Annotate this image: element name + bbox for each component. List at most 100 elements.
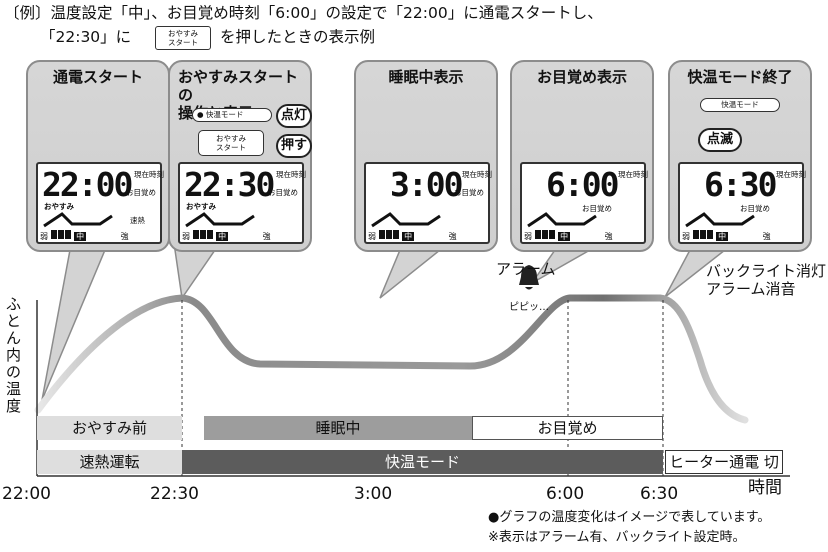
level-indicator: 弱 中 強 — [368, 230, 457, 243]
level-strong: 強 — [762, 232, 771, 241]
tick-0630: 6:30 — [640, 484, 679, 504]
lcd-display: 6:30 現在時刻 お目覚め 弱 中 強 — [678, 162, 806, 244]
lcd-label-oyasumi: おやすみ — [44, 202, 74, 211]
tento-label: 点灯 — [276, 104, 312, 128]
header-line-2a: 「22:30」に — [40, 28, 132, 46]
level-strong: 強 — [120, 232, 129, 241]
level-strong: 強 — [262, 232, 271, 241]
note-2: ※表示はアラーム有、バックライト設定時。 — [488, 530, 746, 545]
mini-graph-icon — [43, 212, 113, 228]
level-indicator: 弱 中 強 — [40, 230, 129, 243]
lcd-label-genzai: 現在時刻 — [134, 170, 164, 179]
band-heater-off: ヒーター通電 切 — [665, 450, 783, 474]
level-weak: 弱 — [368, 232, 376, 241]
button-bottom-label: スタート — [168, 38, 198, 47]
level-mid: 中 — [74, 232, 87, 241]
y-axis-label: ふとん内の温度 — [6, 295, 22, 415]
band-before-sleep: おやすみ前 — [37, 416, 182, 440]
lcd-time: 22:30 — [184, 165, 275, 204]
header-line-2b: を押したときの表示例 — [220, 28, 376, 46]
after-note-1: バックライト消灯 — [706, 262, 827, 280]
lcd-label-omezame: お目覚め — [268, 188, 298, 197]
level-strong: 強 — [448, 232, 457, 241]
mini-graph-icon — [527, 212, 597, 228]
level-weak: 弱 — [682, 232, 690, 241]
lcd-display: 22:30 現在時刻 お目覚め おやすみ 弱 中 強 — [178, 162, 306, 244]
level-bar — [692, 230, 714, 243]
level-bar — [378, 230, 400, 243]
mini-graph-icon — [685, 212, 755, 228]
lcd-label-sokunetsu: 速熱 — [130, 216, 145, 225]
lcd-label-omezame: お目覚め — [454, 188, 484, 197]
alarm-sound-label: ピピッ… — [509, 302, 549, 313]
level-mid: 中 — [716, 232, 729, 241]
lcd-display: 3:00 現在時刻 お目覚め 弱 中 強 — [364, 162, 492, 244]
band-wake: お目覚め — [472, 416, 663, 440]
oyasumi-start-button[interactable]: おやすみ スタート — [198, 130, 264, 156]
level-weak: 弱 — [40, 232, 48, 241]
header-line-1: 〔例〕温度設定「中」、お目覚め時刻「6:00」の設定で「22:00」に通電スター… — [4, 4, 603, 22]
panel-title: 睡眠中表示 — [388, 68, 464, 86]
kaion-mode-lamp: ● 快温モード — [192, 108, 272, 122]
level-mid: 中 — [402, 232, 415, 241]
lcd-display: 6:00 現在時刻 お目覚め 弱 中 強 — [520, 162, 648, 244]
tick-2230: 22:30 — [150, 484, 199, 504]
level-weak: 弱 — [182, 232, 190, 241]
tick-0300: 3:00 — [354, 484, 393, 504]
btn-top-label: おやすみ — [216, 134, 246, 143]
panel-title: 快温モード終了 — [687, 68, 793, 86]
panel-title-line1: おやすみスタートの — [178, 68, 299, 104]
lcd-label-genzai: 現在時刻 — [462, 170, 492, 179]
oyasumi-start-button-icon: おやすみ スタート — [155, 26, 211, 50]
lcd-label-omezame: お目覚め — [740, 204, 770, 213]
mini-graph-icon — [185, 212, 255, 228]
after-note-2: アラーム消音 — [706, 280, 796, 298]
band-quick-heat: 速熱運転 — [37, 450, 182, 474]
kaion-mode-lamp: 快温モード — [700, 98, 780, 112]
mini-graph-icon — [371, 212, 441, 228]
panel-title: お目覚め表示 — [536, 68, 627, 86]
level-indicator: 弱 中 強 — [682, 230, 771, 243]
lcd-time: 6:30 — [704, 165, 777, 204]
osu-label: 押す — [276, 134, 312, 158]
balloon-tail-2 — [174, 249, 217, 301]
lcd-label-oyasumi: おやすみ — [186, 202, 216, 211]
temperature-curve — [34, 294, 749, 424]
balloon-tail-1 — [41, 249, 107, 401]
btn-bottom-label: スタート — [216, 143, 246, 152]
tick-2200: 22:00 — [2, 484, 51, 504]
level-strong: 強 — [604, 232, 613, 241]
level-bar — [534, 230, 556, 243]
alarm-label: アラーム — [496, 260, 556, 278]
lcd-label-omezame: お目覚め — [582, 204, 612, 213]
bell-icon — [519, 265, 539, 290]
lcd-label-genzai: 現在時刻 — [618, 170, 648, 179]
x-axis-label: 時間 — [748, 478, 782, 498]
panel-wake-up: お目覚め表示 6:00 現在時刻 お目覚め 弱 中 強 — [510, 60, 654, 252]
level-weak: 弱 — [524, 232, 532, 241]
balloon-tail-3 — [379, 249, 443, 299]
lcd-label-genzai: 現在時刻 — [276, 170, 306, 179]
lcd-display: 22:00 現在時刻 お目覚め おやすみ 速熱 弱 中 強 — [36, 162, 164, 244]
panel-kaion-end: 快温モード終了 快温モード 点滅 6:30 現在時刻 お目覚め 弱 中 強 — [668, 60, 812, 252]
lcd-time: 6:00 — [546, 165, 619, 204]
level-mid: 中 — [558, 232, 571, 241]
note-1: ●グラフの温度変化はイメージで表しています。 — [488, 510, 771, 525]
level-bar — [192, 230, 214, 243]
lcd-time: 22:00 — [42, 165, 133, 204]
panel-oyasumi-start: おやすみスタートの 操作と表示 ● 快温モード 点灯 おやすみ スタート 押す … — [168, 60, 312, 252]
button-top-label: おやすみ — [168, 29, 198, 38]
level-bar — [50, 230, 72, 243]
panel-sleeping: 睡眠中表示 3:00 現在時刻 お目覚め 弱 中 強 — [354, 60, 498, 252]
tenmetsu-label: 点滅 — [698, 128, 742, 152]
level-indicator: 弱 中 強 — [524, 230, 613, 243]
band-sleeping: 睡眠中 — [204, 416, 472, 440]
level-indicator: 弱 中 強 — [182, 230, 271, 243]
lcd-label-omezame: お目覚め — [126, 188, 156, 197]
level-mid: 中 — [216, 232, 229, 241]
panel-power-start: 通電スタート 22:00 現在時刻 お目覚め おやすみ 速熱 弱 中 強 — [26, 60, 170, 252]
lcd-label-genzai: 現在時刻 — [776, 170, 806, 179]
band-kaion-mode: 快温モード — [182, 450, 663, 474]
panel-title: 通電スタート — [52, 68, 143, 86]
